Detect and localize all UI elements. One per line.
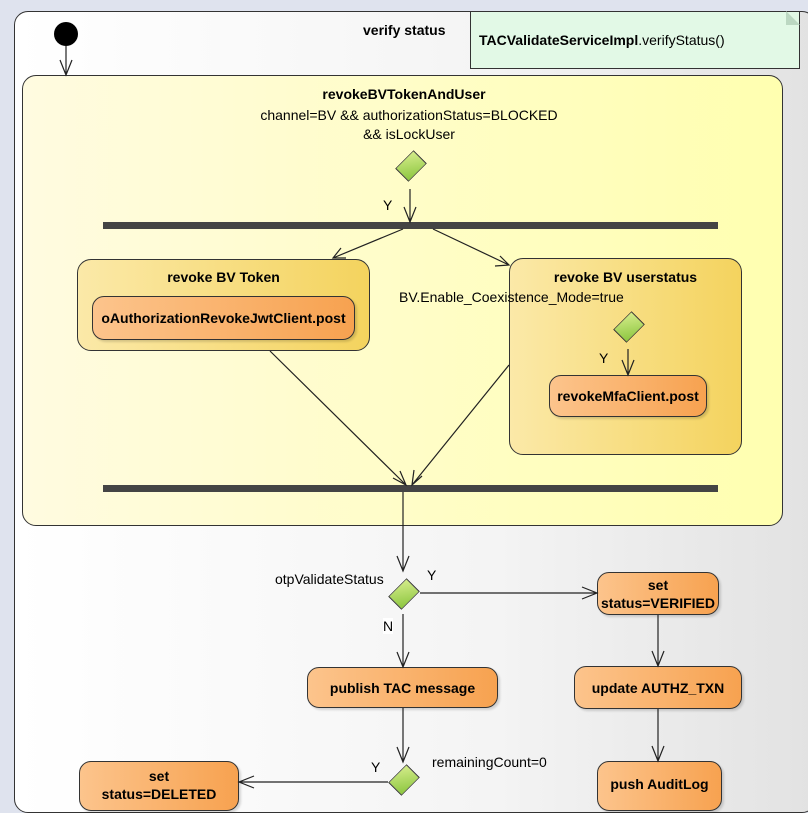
edge-verified-update: [651, 615, 665, 668]
edge-join-otp: [396, 492, 410, 573]
otp-no: N: [383, 618, 394, 634]
remaining-guard: remainingCount=0: [432, 754, 547, 770]
coexistence-yes: Y: [599, 350, 609, 366]
flow-edges: [59, 46, 665, 789]
edge-coexist: [621, 349, 635, 377]
region-guard-2: && isLockUser: [363, 126, 455, 142]
note-class: TACValidateServiceImpl: [479, 32, 639, 48]
note[interactable]: TACValidateServiceImpl.verifyStatus(): [470, 11, 800, 69]
otp-yes: Y: [427, 567, 437, 583]
update-authz-action[interactable]: update AUTHZ_TXN: [574, 666, 742, 709]
edge-decision-fork: [403, 189, 417, 224]
revoke-bv-token-title: revoke BV Token: [167, 269, 280, 285]
edge-otp-yes: [420, 586, 599, 600]
frame-title: verify status: [363, 22, 446, 38]
join-bar: [103, 485, 718, 492]
edge-update-push: [651, 709, 665, 763]
revoke-jwt-action[interactable]: oAuthorizationRevokeJwtClient.post: [92, 296, 355, 340]
note-fold-icon: [786, 11, 800, 25]
edge-start: [59, 46, 73, 77]
region-guard-1: channel=BV && authorizationStatus=BLOCKE…: [260, 107, 558, 123]
set-verified-line2: status=VERIFIED: [601, 594, 715, 611]
remaining-yes: Y: [371, 759, 381, 775]
otp-guard: otpValidateStatus: [275, 571, 384, 587]
coexistence-guard: BV.Enable_Coexistence_Mode=true: [399, 289, 624, 305]
edge-token-join: [269, 350, 408, 487]
note-method: .verifyStatus(): [638, 32, 725, 48]
edge-fork-user: [432, 228, 511, 267]
region-title: revokeBVTokenAndUser: [322, 86, 486, 102]
set-deleted-line1: set: [148, 768, 170, 784]
edge-otp-no: [396, 614, 410, 669]
fork-bar: [103, 222, 718, 229]
initial-node[interactable]: [54, 22, 78, 46]
revoke-mfa-action[interactable]: revokeMfaClient.post: [549, 375, 707, 417]
set-verified-line1: set: [647, 576, 669, 593]
edge-user-join: [411, 364, 510, 487]
yes-label: Y: [383, 197, 393, 213]
revoke-bv-userstatus[interactable]: [509, 258, 742, 455]
edge-fork-token: [331, 228, 404, 259]
edge-remaining-yes: [237, 775, 388, 789]
revoke-bv-userstatus-title: revoke BV userstatus: [553, 269, 698, 285]
publish-tac-action[interactable]: publish TAC message: [307, 667, 498, 708]
edge-publish-remaining: [396, 708, 410, 764]
